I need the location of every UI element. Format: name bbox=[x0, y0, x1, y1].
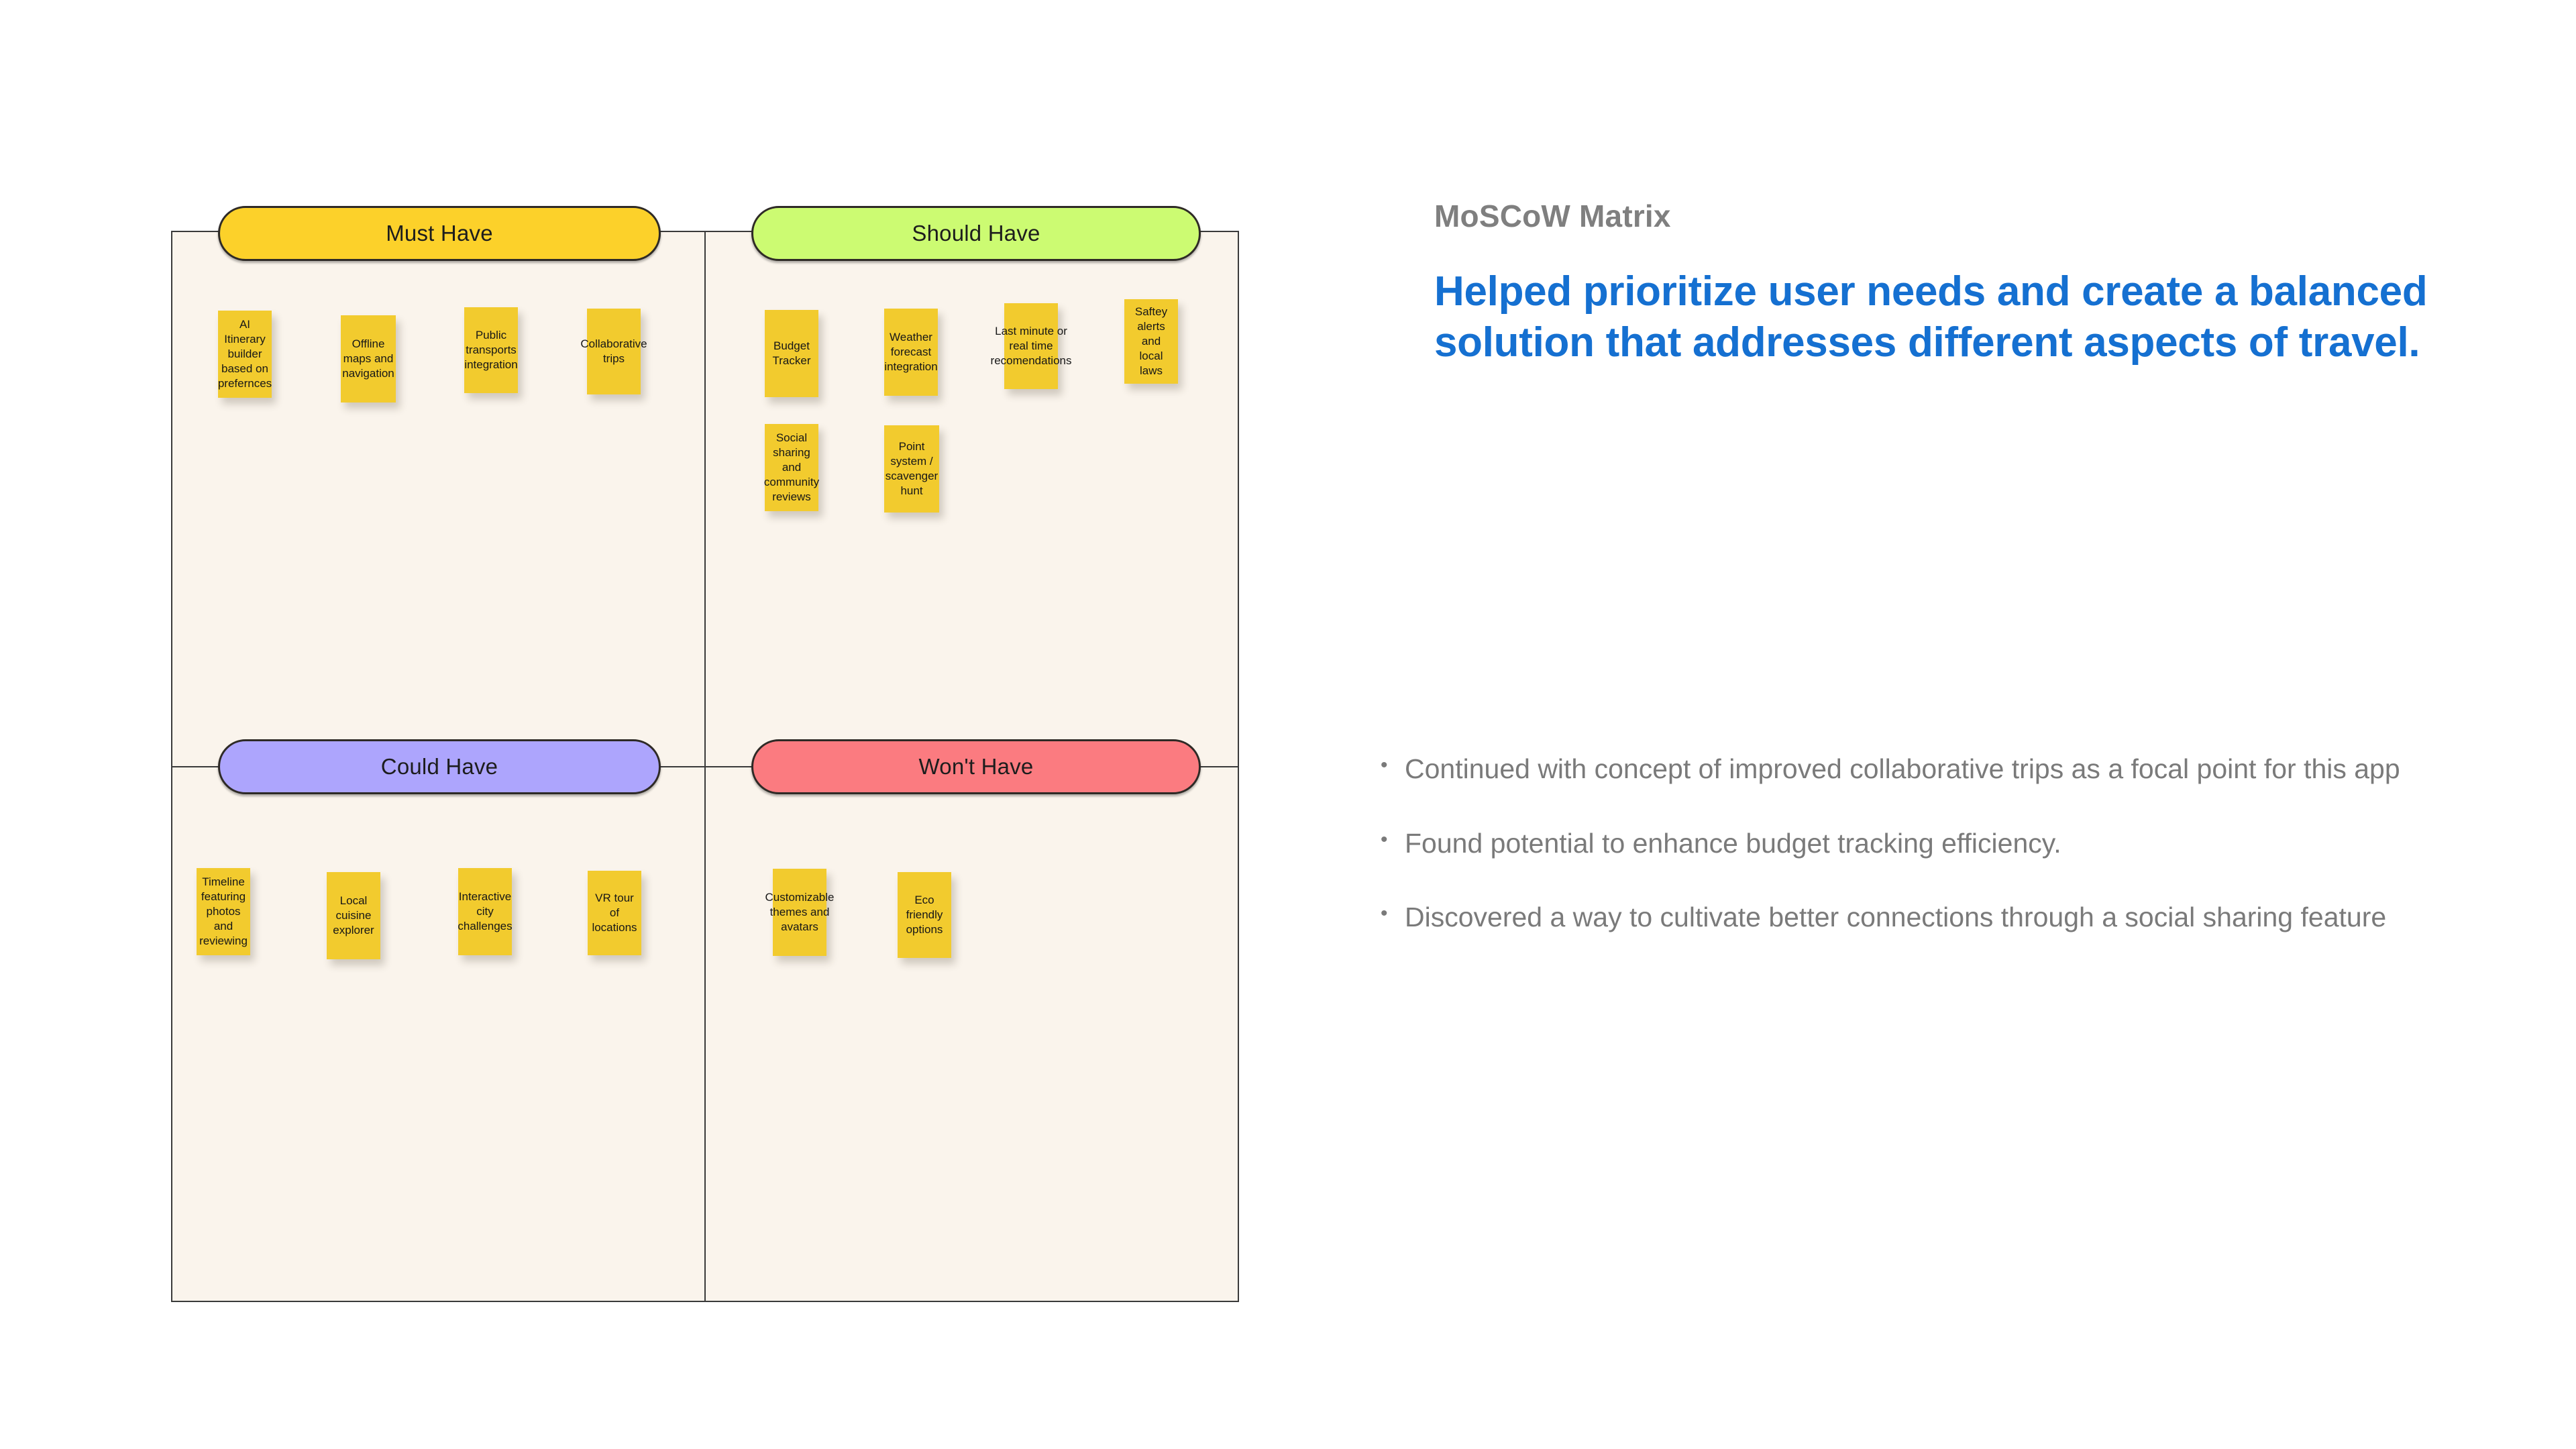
sticky-note-text: Local cuisine explorer bbox=[333, 894, 374, 937]
section-kicker: MoSCoW Matrix bbox=[1434, 199, 1671, 233]
insights-list: • Continued with concept of improved col… bbox=[1381, 750, 2467, 936]
quadrant-title-wont-have: Won't Have bbox=[918, 754, 1034, 779]
sticky-note-text: Offline maps and navigation bbox=[342, 337, 394, 380]
quadrant-header-could-have[interactable]: Could Have bbox=[218, 739, 661, 794]
section-headline: Helped prioritize user needs and create … bbox=[1434, 268, 2428, 366]
right-text-panel: MoSCoW Matrix Helped prioritize user nee… bbox=[1434, 198, 2494, 368]
sticky-note[interactable]: AI Itinerary builder based on prefernces bbox=[218, 311, 272, 398]
quadrant-title-must-have: Must Have bbox=[386, 221, 493, 246]
board-horizontal-divider bbox=[171, 766, 1239, 767]
sticky-note-text: Collaborative trips bbox=[580, 337, 647, 365]
quadrant-header-should-have[interactable]: Should Have bbox=[751, 206, 1201, 261]
sticky-note-text: VR tour of locations bbox=[592, 891, 637, 934]
list-item: • Continued with concept of improved col… bbox=[1381, 750, 2467, 788]
sticky-note[interactable]: Social sharing and community reviews bbox=[763, 424, 820, 511]
sticky-note-text: Eco friendly options bbox=[906, 893, 943, 936]
list-item-text: Discovered a way to cultivate better con… bbox=[1405, 902, 2387, 933]
sticky-note-text: Weather forecast integration bbox=[884, 330, 938, 374]
list-item: • Discovered a way to cultivate better c… bbox=[1381, 898, 2467, 936]
quadrant-header-wont-have[interactable]: Won't Have bbox=[751, 739, 1201, 794]
sticky-note-text: Timeline featuring photos and reviewing bbox=[199, 875, 248, 948]
list-item-text: Found potential to enhance budget tracki… bbox=[1405, 827, 2061, 859]
sticky-note-text: Interactive city challenges bbox=[458, 890, 513, 933]
list-item: • Found potential to enhance budget trac… bbox=[1381, 824, 2467, 863]
sticky-note[interactable]: Timeline featuring photos and reviewing bbox=[197, 868, 250, 955]
list-item-text: Continued with concept of improved colla… bbox=[1405, 753, 2400, 784]
quadrant-title-should-have: Should Have bbox=[912, 221, 1040, 246]
sticky-note-text: Saftey alerts and local laws bbox=[1134, 305, 1168, 378]
sticky-note-text: Last minute or real time recomendations bbox=[990, 324, 1072, 368]
bullet-marker-icon: • bbox=[1381, 828, 1388, 851]
sticky-note[interactable]: Collaborative trips bbox=[580, 309, 647, 394]
sticky-note[interactable]: Eco friendly options bbox=[898, 872, 951, 958]
sticky-note-text: Social sharing and community reviews bbox=[763, 431, 820, 504]
sticky-note-text: Customizable themes and avatars bbox=[765, 890, 835, 934]
sticky-note-text: Budget Tracker bbox=[772, 339, 811, 367]
sticky-note[interactable]: Local cuisine explorer bbox=[327, 872, 380, 959]
sticky-note[interactable]: Offline maps and navigation bbox=[341, 315, 396, 402]
sticky-note[interactable]: Budget Tracker bbox=[765, 310, 818, 397]
sticky-note[interactable]: Customizable themes and avatars bbox=[765, 869, 835, 956]
bullet-marker-icon: • bbox=[1381, 754, 1388, 776]
sticky-note[interactable]: Last minute or real time recomendations bbox=[991, 303, 1072, 389]
quadrant-title-could-have: Could Have bbox=[380, 754, 498, 779]
sticky-note[interactable]: Point system / scavenger hunt bbox=[884, 425, 939, 513]
sticky-note[interactable]: VR tour of locations bbox=[588, 871, 641, 955]
quadrant-header-must-have[interactable]: Must Have bbox=[218, 206, 661, 261]
sticky-note[interactable]: Saftey alerts and local laws bbox=[1124, 299, 1178, 384]
sticky-note-text: Point system / scavenger hunt bbox=[885, 439, 938, 498]
sticky-note-text: AI Itinerary builder based on prefernces bbox=[217, 317, 272, 390]
sticky-note[interactable]: Weather forecast integration bbox=[884, 309, 938, 396]
sticky-note[interactable]: Interactive city challenges bbox=[458, 868, 513, 955]
sticky-note[interactable]: Public transports integration bbox=[464, 307, 518, 393]
sticky-note-text: Public transports integration bbox=[464, 328, 518, 372]
bullet-marker-icon: • bbox=[1381, 902, 1388, 925]
